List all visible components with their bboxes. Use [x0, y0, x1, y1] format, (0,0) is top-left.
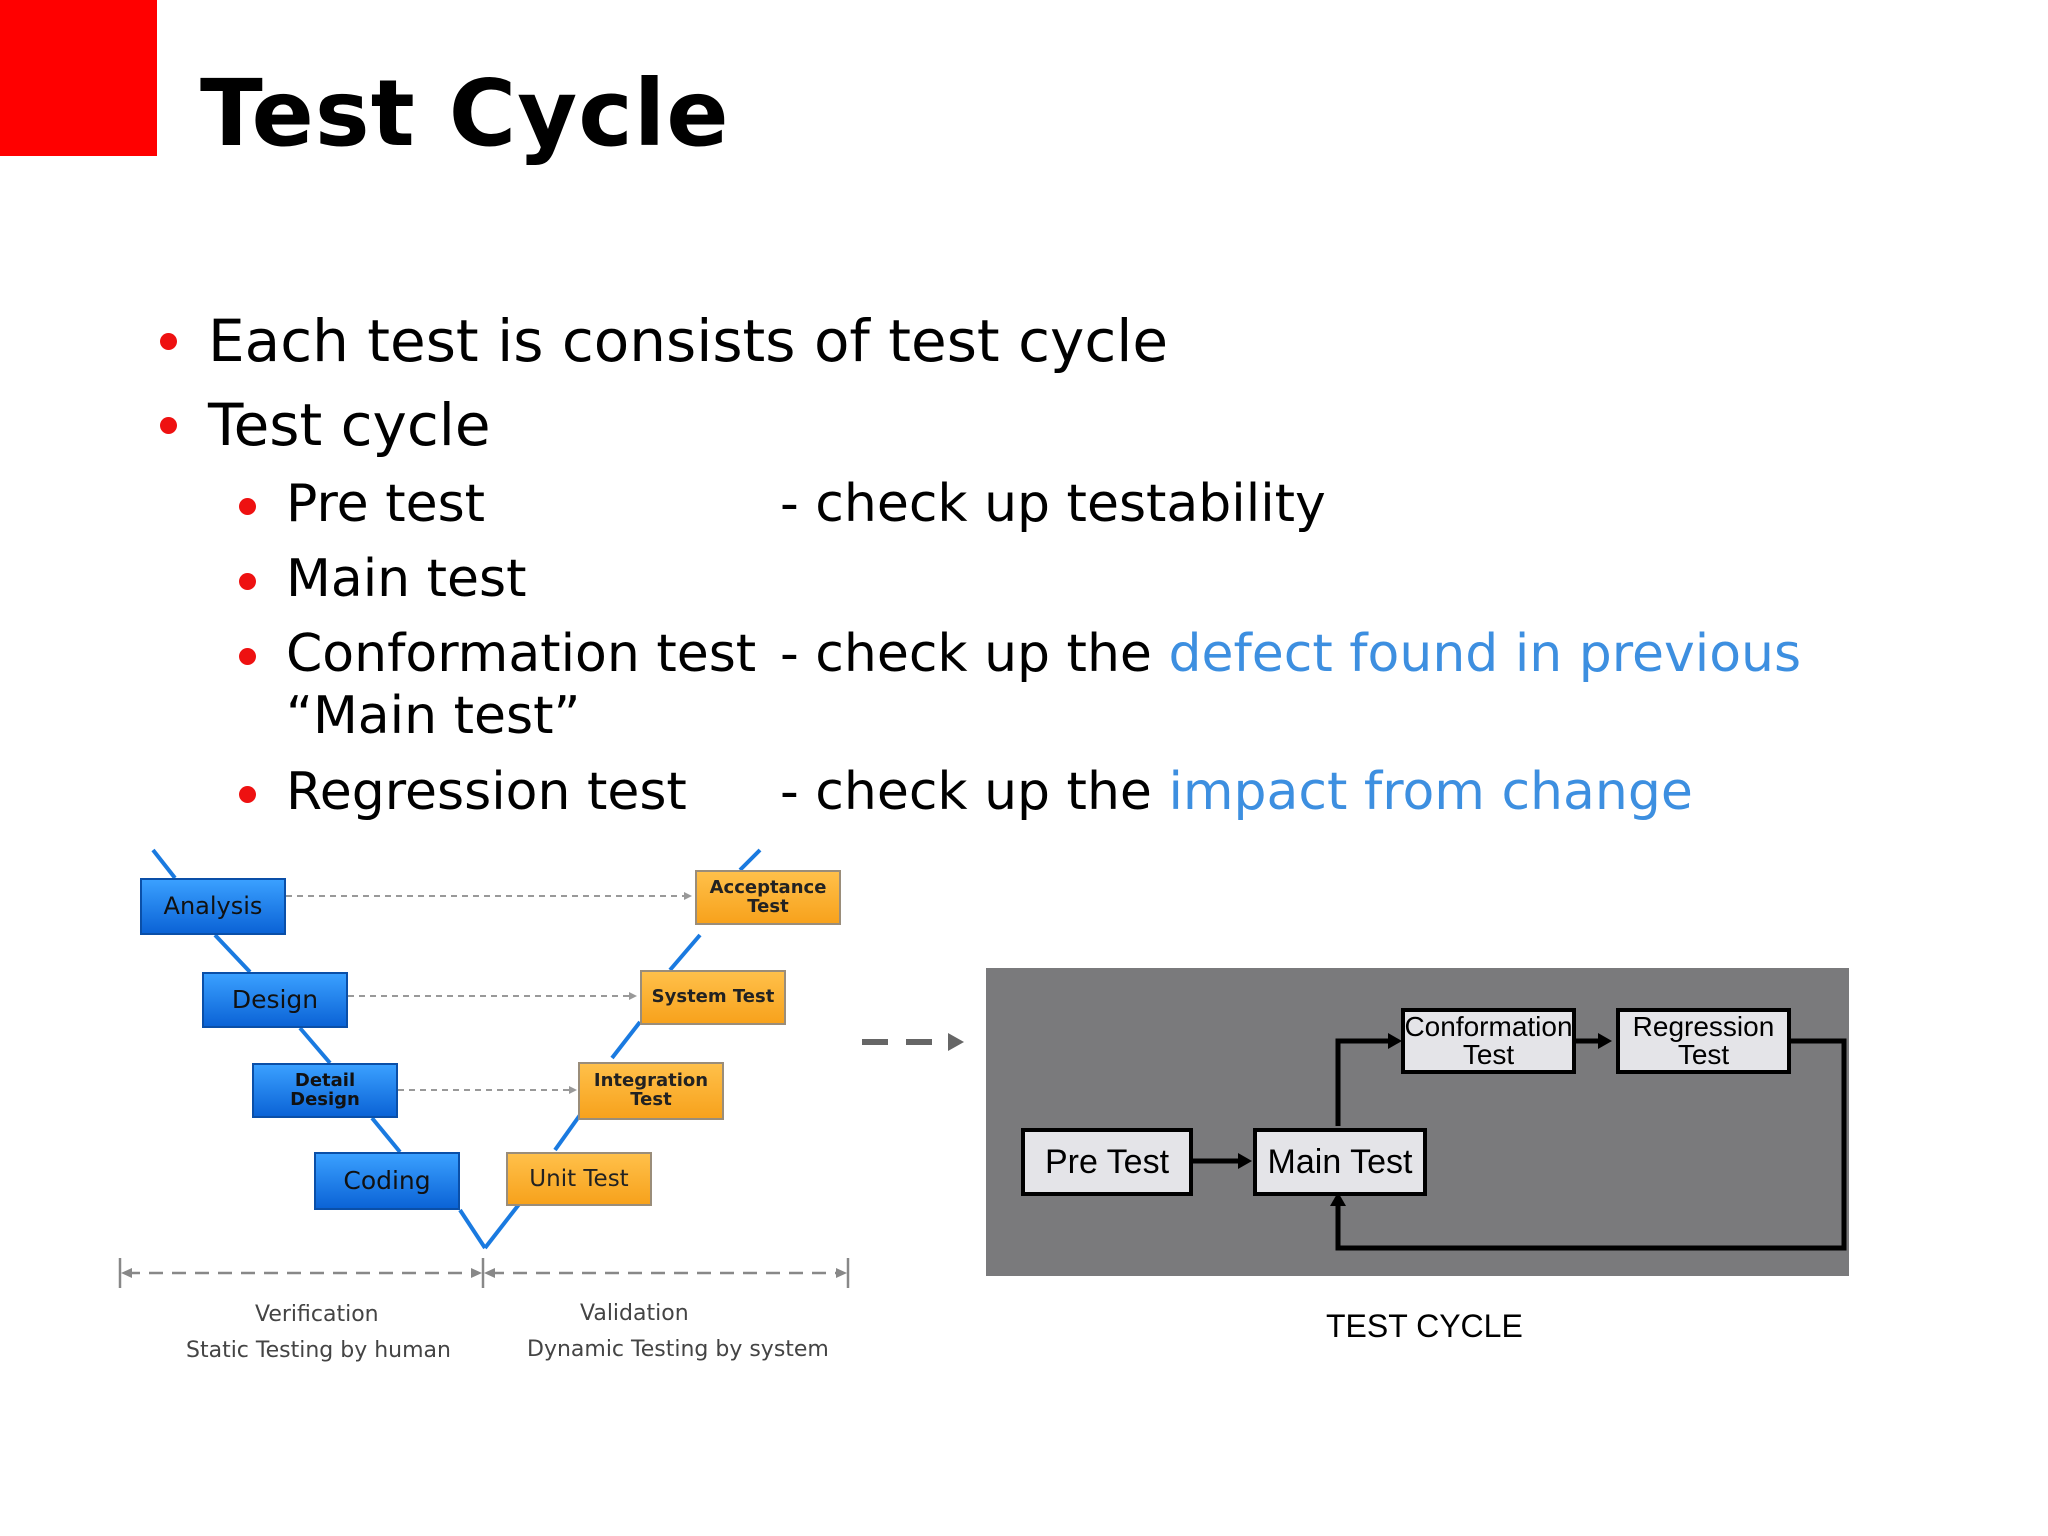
sub-bullet-label: Regression test: [286, 762, 687, 822]
v-box-design: Design: [202, 972, 348, 1028]
bullet-text: Each test is consists of test cycle: [208, 307, 1169, 375]
desc-text: - check up testability: [780, 474, 1326, 534]
v-box-analysis: Analysis: [140, 878, 286, 935]
verification-label: Verification: [255, 1302, 379, 1327]
v-box-coding: Coding: [314, 1152, 460, 1210]
main-test-box: Main Test: [1253, 1128, 1427, 1196]
bullet-dot: [160, 333, 177, 350]
desc-highlight: defect found in previous: [1168, 624, 1802, 684]
sub-bullet-label: Main test: [286, 549, 527, 609]
accent-block: [0, 0, 157, 156]
verification-sublabel: Static Testing by human: [186, 1338, 451, 1363]
sub-bullet-label: Pre test: [286, 474, 486, 534]
sub-bullet-dot: [239, 786, 256, 803]
v-box-acceptance-test: Acceptance Test: [695, 870, 841, 925]
sub-bullet-desc: - check up testability: [780, 478, 1326, 530]
pre-test-box: Pre Test: [1021, 1128, 1193, 1196]
bullet-list: Each test is consists of test cycle Test…: [160, 307, 1801, 822]
desc-text: - check up the: [780, 762, 1169, 822]
test-cycle-caption: TEST CYCLE: [1326, 1308, 1523, 1344]
v-box-detail-design: Detail Design: [252, 1063, 398, 1118]
sub-bullet-desc: - check up the defect found in previous: [780, 628, 1801, 680]
bullet-text: Test cycle: [208, 391, 491, 459]
regression-test-box: Regression Test: [1616, 1008, 1791, 1074]
desc-text: - check up the: [780, 624, 1169, 684]
conformation-test-box: Conformation Test: [1401, 1008, 1576, 1074]
validation-sublabel: Dynamic Testing by system: [527, 1337, 829, 1362]
sub-bullet-dot: [239, 573, 256, 590]
v-box-unit-test: Unit Test: [506, 1152, 652, 1206]
sub-bullet-dot: [239, 648, 256, 665]
sub-bullet-label: Conformation test: [286, 624, 757, 684]
v-box-integration-test: Integration Test: [578, 1062, 724, 1120]
sub-bullet-dot: [239, 498, 256, 515]
desc-highlight: impact from change: [1168, 762, 1693, 822]
bullet-dot: [160, 417, 177, 434]
v-model-lines: [118, 848, 850, 1288]
slide-title: Test Cycle: [200, 60, 730, 167]
v-box-system-test: System Test: [640, 970, 786, 1025]
validation-label: Validation: [580, 1301, 689, 1326]
sub-bullet-desc: - check up the impact from change: [780, 766, 1693, 818]
sub-bullet-continuation: “Main test”: [286, 686, 581, 746]
v-model-diagram: Analysis Design Detail Design Coding Acc…: [100, 840, 860, 1370]
